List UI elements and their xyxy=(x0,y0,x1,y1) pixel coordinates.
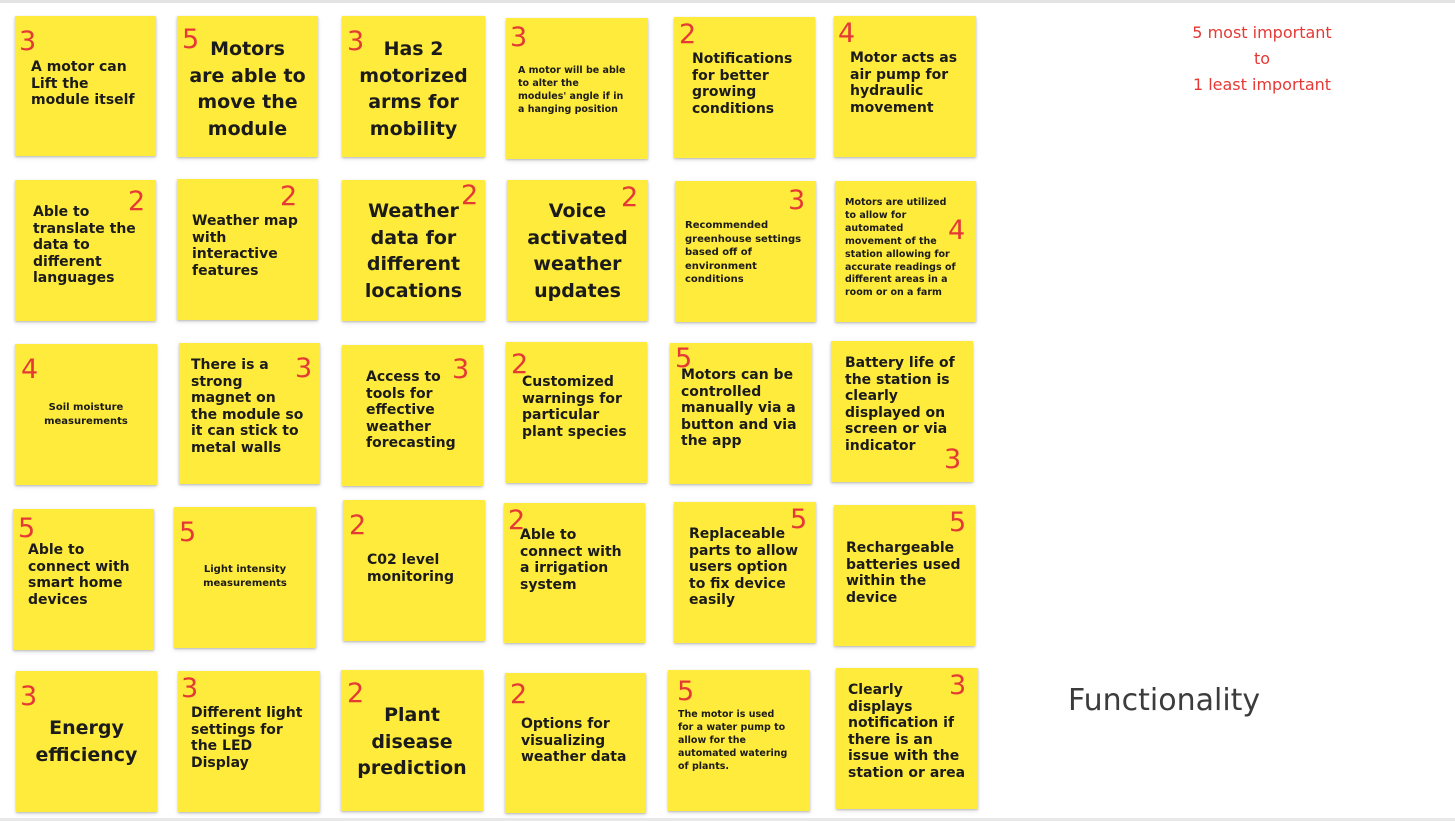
priority-score: 3 xyxy=(788,185,806,216)
category-title: Functionality xyxy=(1068,683,1261,718)
sticky-note[interactable]: 5 Motors are able to move the module xyxy=(177,16,318,157)
note-text: Light intensity measurements xyxy=(203,564,287,589)
sticky-note[interactable]: 3 Recommended greenhouse settings based … xyxy=(675,181,816,322)
priority-score: 5 xyxy=(790,504,808,535)
legend-line: 5 most important xyxy=(1192,23,1332,42)
sticky-note[interactable]: 5 Motors can be controlled manually via … xyxy=(670,343,812,484)
note-text: Replaceable parts to allow users option … xyxy=(689,526,799,609)
sticky-note[interactable]: 5 The motor is used for a water pump to … xyxy=(668,670,810,811)
priority-score: 5 xyxy=(677,676,695,707)
sticky-note[interactable]: 3 Clearly displays notification if there… xyxy=(836,668,978,809)
priority-score: 3 xyxy=(347,26,365,57)
note-text: Voice activated weather updates xyxy=(527,200,628,302)
sticky-note[interactable]: 2 Able to translate the data to differen… xyxy=(15,180,156,321)
note-text: Recommended greenhouse settings based of… xyxy=(685,220,802,285)
sticky-note[interactable]: 2 Options for visualizing weather data xyxy=(505,673,646,813)
priority-score: 2 xyxy=(508,505,526,536)
note-text: Has 2 motorized arms for mobility xyxy=(359,38,468,140)
note-text: A motor can Lift the module itself xyxy=(31,59,135,109)
note-text: Motors are utilized to allow for automat… xyxy=(845,197,956,299)
priority-score: 3 xyxy=(944,444,962,475)
sticky-note[interactable]: 3 Different light settings for the LED D… xyxy=(178,671,320,812)
priority-score: 2 xyxy=(347,678,365,709)
sticky-note[interactable]: 5 Able to connect with smart home device… xyxy=(13,509,154,650)
sticky-note[interactable]: 2 Notifications for better growing condi… xyxy=(674,17,815,158)
note-text: Able to connect with a irrigation system xyxy=(520,527,622,593)
priority-score: 3 xyxy=(510,22,528,53)
sticky-note[interactable]: 3 Has 2 motorized arms for mobility xyxy=(342,16,485,157)
note-text: There is a strong magnet on the module s… xyxy=(191,357,304,456)
priority-score: 5 xyxy=(179,517,197,548)
sticky-note[interactable]: 2 Customized warnings for particular pla… xyxy=(506,342,647,483)
priority-score: 2 xyxy=(621,182,639,213)
priority-score: 2 xyxy=(511,349,529,380)
sticky-note[interactable]: 5 Replaceable parts to allow users optio… xyxy=(674,502,816,643)
note-text: Weather data for different locations xyxy=(364,200,463,302)
note-text: Motors can be controlled manually via a … xyxy=(681,367,797,450)
legend-line: to xyxy=(1253,49,1271,68)
priority-score: 5 xyxy=(675,343,693,374)
note-text: Options for visualizing weather data xyxy=(521,716,627,766)
note-text: Weather map with interactive features xyxy=(192,213,298,279)
priority-score: 3 xyxy=(181,673,199,704)
priority-score: 5 xyxy=(18,513,36,544)
sticky-note[interactable]: 5 Rechargeable batteries used within the… xyxy=(834,505,975,646)
top-divider xyxy=(0,0,1455,3)
priority-score: 2 xyxy=(280,181,298,212)
priority-score: 5 xyxy=(949,507,967,538)
sticky-note[interactable]: 2 Weather data for different locations xyxy=(342,180,485,321)
note-text: Motors are able to move the module xyxy=(189,38,306,140)
priority-score: 4 xyxy=(21,354,39,385)
priority-score: 5 xyxy=(182,24,200,55)
priority-score: 2 xyxy=(128,186,146,217)
sticky-note[interactable]: 3 Battery life of the station is clearly… xyxy=(831,341,973,482)
note-text: Rechargeable batteries used within the d… xyxy=(846,540,961,606)
note-text: The motor is used for a water pump to al… xyxy=(678,709,788,773)
note-text: Customized warnings for particular plant… xyxy=(522,374,627,440)
note-text: Notifications for better growing conditi… xyxy=(692,51,793,117)
priority-score: 3 xyxy=(19,26,37,57)
bottom-divider xyxy=(0,818,1455,821)
priority-score: 3 xyxy=(949,670,967,701)
priority-score: 4 xyxy=(948,215,966,246)
sticky-note[interactable]: 3 A motor will be able to alter the modu… xyxy=(506,18,648,159)
priority-score: 2 xyxy=(679,19,697,50)
sticky-note-board: 3 A motor can Lift the module itself 5 M… xyxy=(13,16,978,813)
sticky-note[interactable]: 2 Able to connect with a irrigation syst… xyxy=(504,503,645,643)
sticky-note[interactable]: 5 Light intensity measurements xyxy=(174,507,316,648)
priority-score: 3 xyxy=(20,681,38,712)
note-text: Motor acts as air pump for hydraulic mov… xyxy=(850,50,958,116)
note-text: Able to translate the data to different … xyxy=(33,204,136,287)
priority-legend: 5 most important to 1 least important xyxy=(1172,20,1352,98)
legend-line: 1 least important xyxy=(1192,75,1332,94)
note-text: Able to connect with smart home devices xyxy=(28,542,130,608)
note-text: Soil moisture measurements xyxy=(44,402,128,427)
sticky-note[interactable]: 2 Voice activated weather updates xyxy=(507,180,648,321)
note-text: Clearly displays notification if there i… xyxy=(848,682,966,781)
sticky-note[interactable]: 3 Energy efficiency xyxy=(16,671,157,812)
priority-score: 3 xyxy=(295,353,313,384)
note-text: Plant disease prediction xyxy=(357,704,467,780)
sticky-note[interactable]: 3 A motor can Lift the module itself xyxy=(15,16,156,156)
sticky-note[interactable]: 3 Access to tools for effective weather … xyxy=(342,345,483,486)
sticky-note[interactable]: 2 Weather map with interactive features xyxy=(177,179,318,320)
priority-score: 4 xyxy=(838,18,856,49)
sticky-note[interactable]: 2 C02 level monitoring xyxy=(343,500,485,641)
sticky-note[interactable]: 4 Motors are utilized to allow for autom… xyxy=(835,181,976,322)
sticky-note[interactable]: 4 Soil moisture measurements xyxy=(15,344,157,485)
priority-score: 2 xyxy=(461,180,479,211)
priority-score: 2 xyxy=(349,510,367,541)
note-text: C02 level monitoring xyxy=(367,552,454,585)
priority-score: 3 xyxy=(452,354,470,385)
sticky-note[interactable]: 3 There is a strong magnet on the module… xyxy=(179,343,320,484)
note-text: A motor will be able to alter the module… xyxy=(518,65,626,116)
sticky-note[interactable]: 4 Motor acts as air pump for hydraulic m… xyxy=(834,16,976,157)
sticky-note[interactable]: 2 Plant disease prediction xyxy=(341,670,483,811)
note-text: Different light settings for the LED Dis… xyxy=(191,705,303,771)
note-text: Battery life of the station is clearly d… xyxy=(845,355,955,454)
note-text: Energy efficiency xyxy=(35,717,138,766)
note-text: Access to tools for effective weather fo… xyxy=(366,369,456,452)
priority-score: 2 xyxy=(510,679,528,710)
